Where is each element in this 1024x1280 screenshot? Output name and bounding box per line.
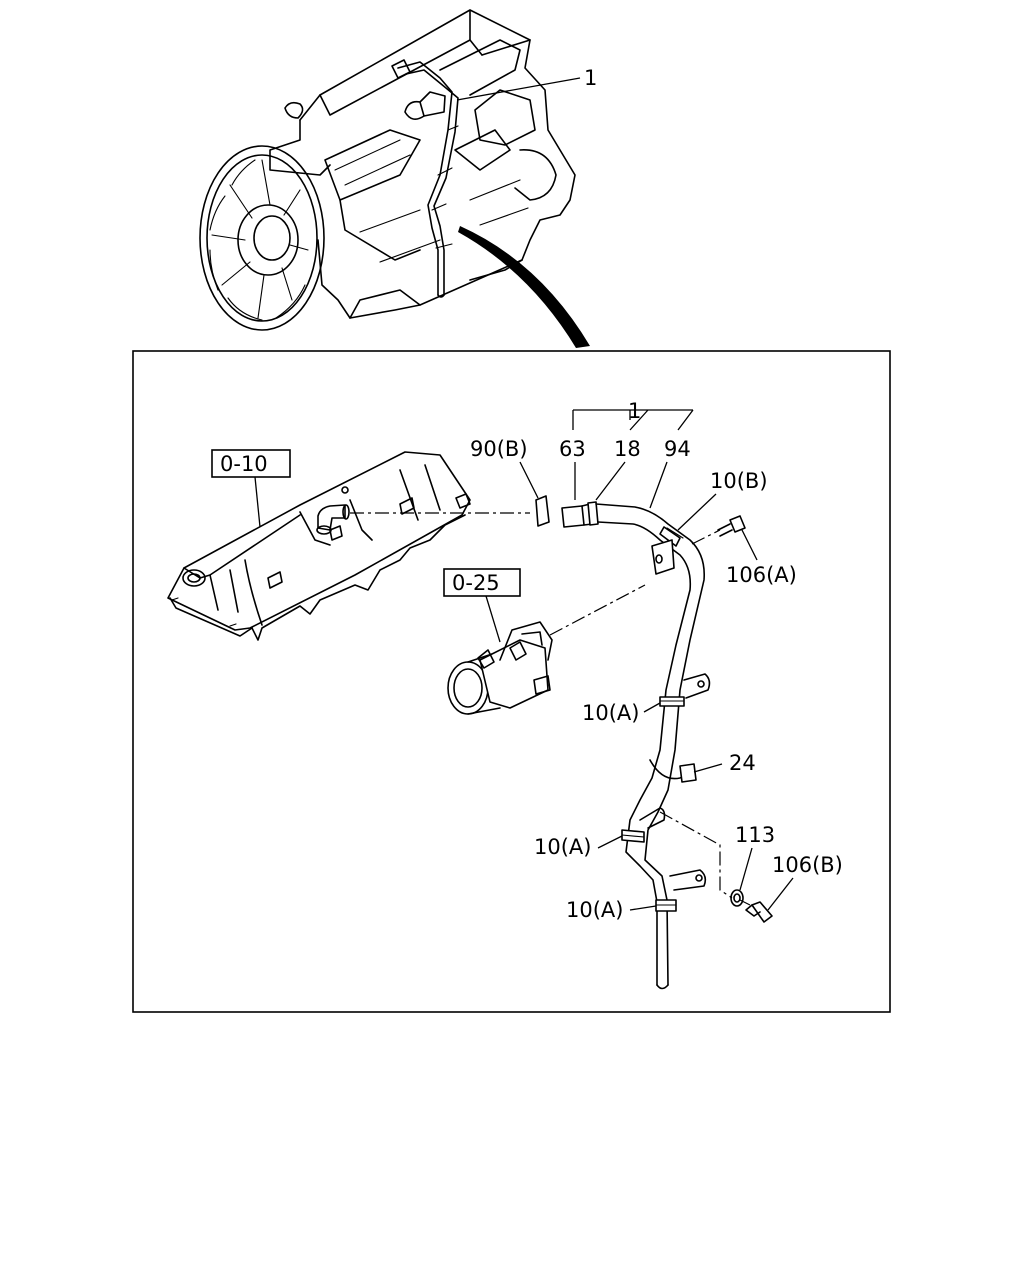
- part-24-label: 24: [729, 751, 756, 775]
- ref-box-0-25-leader: [485, 595, 501, 643]
- ref-box-0-10-leader: [254, 476, 261, 528]
- group-18-label: 18: [614, 437, 641, 461]
- clamp-10b-shape: [659, 526, 681, 547]
- part-10a-upper-leader: [643, 702, 661, 713]
- part-10a-middle-label: 10(A): [534, 835, 591, 859]
- engine-overview: 1: [199, 9, 597, 348]
- rocker-cover-illustration: [167, 451, 471, 641]
- part-10a-lower-label: 10(A): [566, 898, 623, 922]
- part-106a-leader: [741, 529, 758, 561]
- part-113-leader: [739, 847, 753, 891]
- part-24-leader: [693, 763, 723, 773]
- ref-box-0-10-label: 0-10: [220, 452, 268, 476]
- clamp-18-shape: [587, 501, 599, 526]
- detail-pointer-arrow: [458, 226, 590, 348]
- bolt-106b-shape: [751, 901, 773, 923]
- bolt-106b-centerline: [739, 899, 751, 906]
- part-labels: 1 63 18 94 90(B) 10(B) 106(A) 10(A) 24 1…: [470, 399, 843, 922]
- group-94-label: 94: [664, 437, 691, 461]
- water-pipe-assembly: [535, 495, 773, 990]
- ref-box-0-25: [443, 568, 521, 597]
- overview-pipe-illustration: [391, 59, 459, 298]
- part-10b-leader: [677, 493, 717, 531]
- part-10a-upper-label: 10(A): [582, 701, 639, 725]
- assembly-number-label: 1: [628, 399, 641, 423]
- ref-box-0-10: [211, 449, 291, 478]
- part-10b-label: 10(B): [710, 469, 768, 493]
- bolt-106a-centerline: [691, 529, 721, 545]
- housing-centerline: [549, 584, 646, 636]
- washer-113-shape: [730, 889, 744, 907]
- overview-callout-label: 1: [584, 66, 597, 90]
- part-90b-label: 90(B): [470, 437, 528, 461]
- overview-callout-leader: [456, 77, 581, 101]
- part-106b-leader: [767, 877, 794, 911]
- fan-illustration: [199, 145, 325, 331]
- assembly-bracket-lines: [572, 409, 694, 431]
- group-leaders: [574, 461, 668, 509]
- thermostat-housing-illustration: [447, 621, 553, 715]
- part-113-label: 113: [735, 823, 775, 847]
- part-106a-label: 106(A): [726, 563, 797, 587]
- detail-frame: [132, 350, 891, 1013]
- ref-box-0-25-label: 0-25: [452, 571, 500, 595]
- upper-bracket-shape: [651, 539, 675, 575]
- bolt-106a-shape: [729, 515, 746, 533]
- group-63-label: 63: [559, 437, 586, 461]
- part-10a-lower-leader: [629, 905, 657, 911]
- clamp-24-shape: [679, 763, 697, 783]
- part-106b-label: 106(B): [772, 853, 843, 877]
- hose-63-shape: [561, 505, 585, 528]
- fitting-90b-shape: [535, 495, 550, 527]
- lower-bracket-centerline: [659, 811, 733, 899]
- part-10a-middle-leader: [597, 835, 623, 849]
- part-90b-leader: [519, 461, 539, 499]
